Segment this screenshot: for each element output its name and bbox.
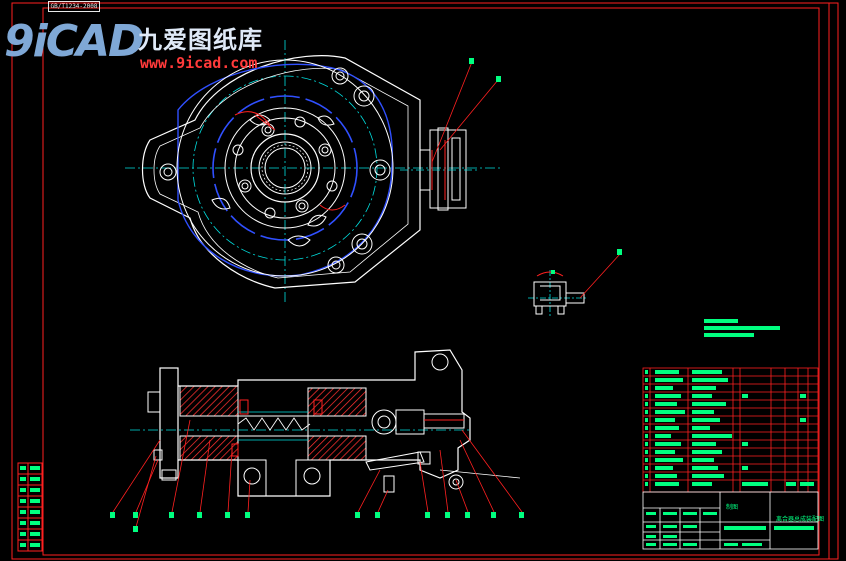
- top-view-centerlines: [125, 40, 500, 305]
- parts-list-entries: [645, 370, 814, 486]
- leader-top-2: [439, 79, 499, 151]
- technical-requirements: [704, 319, 780, 337]
- drawing-reference-code: GB/T1234-2008: [48, 1, 100, 12]
- watermark-site-name: 九爱图纸库: [138, 26, 263, 54]
- watermark: 9iCAD 九爱图纸库 www.9icad.com: [4, 14, 300, 76]
- section-body-outline: [178, 349, 471, 497]
- hidden-outline: [177, 63, 394, 277]
- drawing-inner-frame: [42, 7, 820, 556]
- title-block-fields: [646, 512, 814, 546]
- left-strip-table: [17, 462, 43, 552]
- leader-top-1: [431, 61, 473, 163]
- leader-top-2-tag: [496, 76, 501, 82]
- kidney-slots: [211, 114, 335, 247]
- title-block: [642, 491, 819, 550]
- title-block-role-label: 制图: [726, 504, 739, 511]
- hub-spline: [261, 144, 309, 192]
- pressure-plate-lower: [307, 435, 367, 461]
- left-strip-labels: [20, 466, 40, 547]
- top-view-red-details: [234, 111, 446, 211]
- watermark-url: www.9icad.com: [140, 54, 258, 72]
- title-block-drawing-title: 离合器总成装配图: [776, 516, 825, 523]
- part-number-labels: [110, 512, 524, 532]
- release-fork: [420, 127, 467, 211]
- detail-view: [528, 249, 622, 318]
- bolt-holes: [232, 116, 338, 219]
- housing-outline: [141, 55, 421, 289]
- pressure-plate-upper: [307, 387, 367, 417]
- diaphragm-spring: [237, 417, 311, 431]
- part-leaders: [112, 419, 523, 528]
- leader-top-1-tag: [469, 58, 474, 64]
- housing-bosses: [159, 67, 391, 274]
- housing-inner-outline: [153, 67, 409, 279]
- watermark-logo: 9iCAD: [4, 16, 145, 67]
- drawing-outer-frame: [11, 2, 839, 560]
- top-view-assembly: [125, 40, 501, 305]
- section-view: [130, 349, 521, 497]
- friction-pack-upper: [179, 385, 239, 417]
